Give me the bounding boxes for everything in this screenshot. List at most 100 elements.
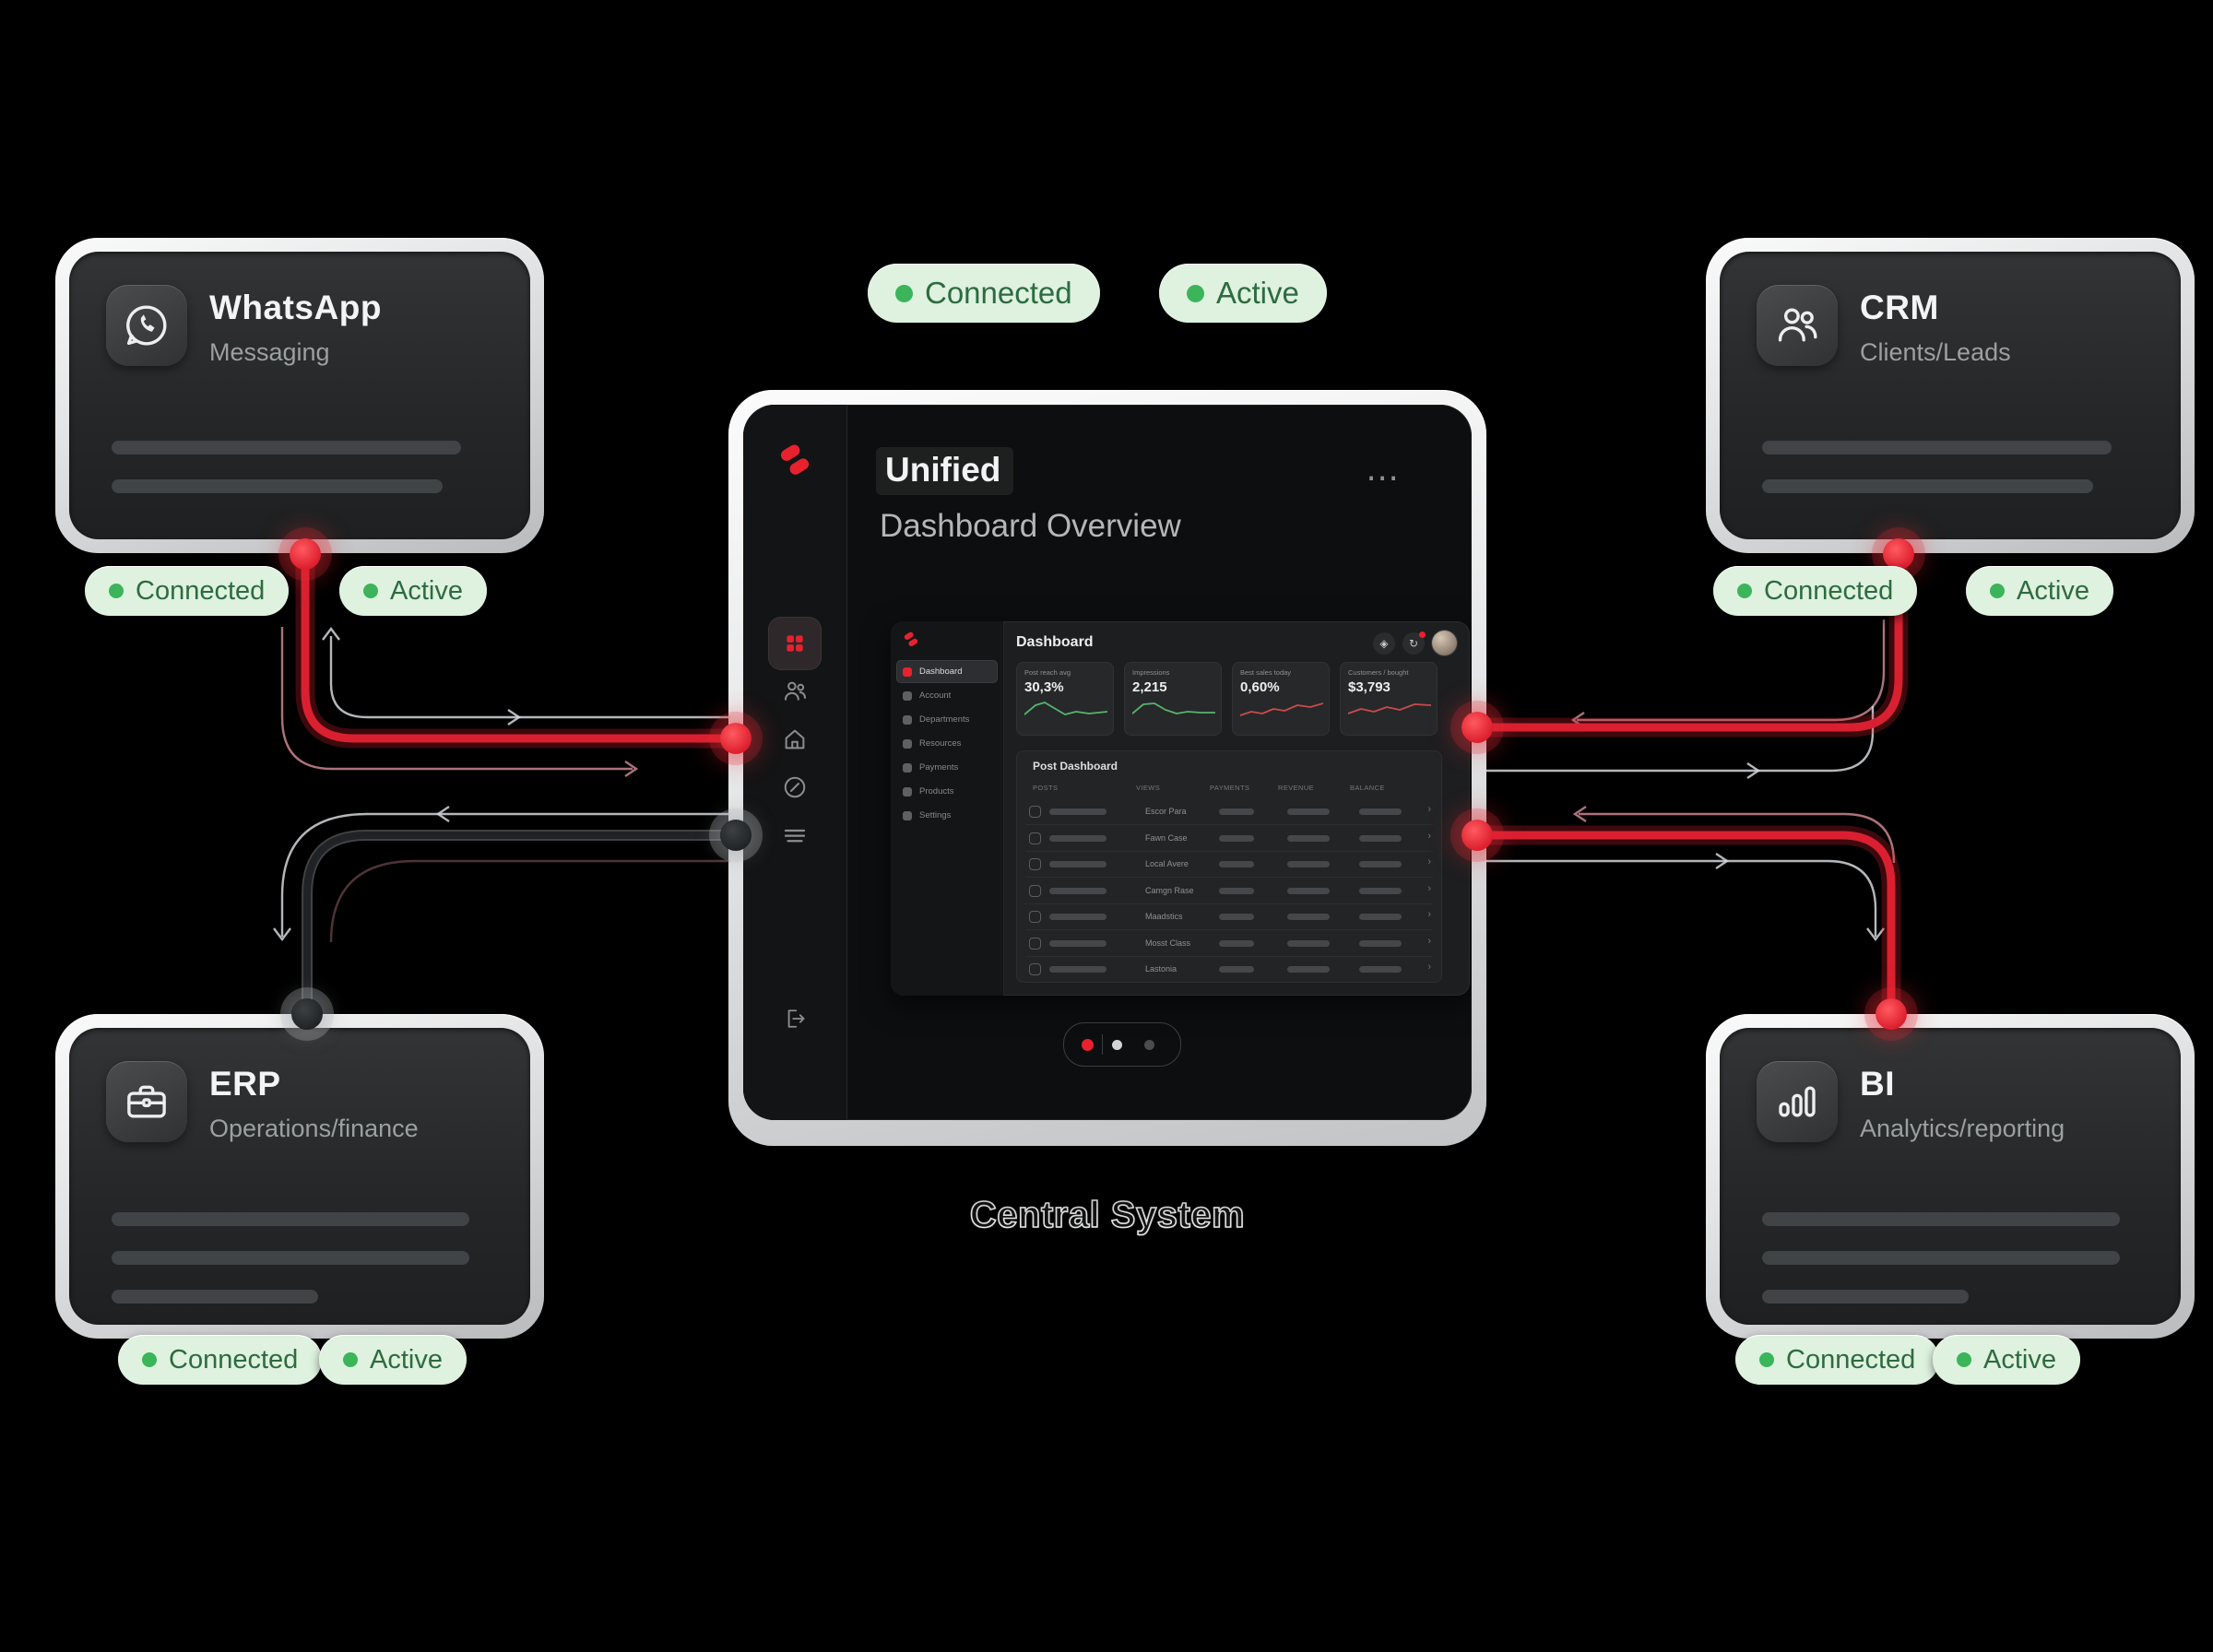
stat-sparkline bbox=[1024, 702, 1108, 715]
row-checkbox[interactable] bbox=[1029, 806, 1041, 818]
table-row[interactable]: Escor Para › bbox=[1025, 798, 1433, 825]
stat-card[interactable]: Post reach avg 30,3% bbox=[1016, 662, 1114, 736]
erp-connector-dot bbox=[291, 998, 323, 1030]
row-chevron-icon[interactable]: › bbox=[1427, 882, 1431, 894]
row-checkbox[interactable] bbox=[1029, 911, 1041, 923]
row-bar bbox=[1049, 834, 1106, 842]
row-bar bbox=[1359, 861, 1402, 867]
crm-node-card[interactable]: CRM Clients/Leads bbox=[1706, 238, 2195, 553]
stat-card[interactable]: Customers / bought $3,793 bbox=[1340, 662, 1438, 736]
whatsapp-subtitle: Messaging bbox=[209, 338, 330, 366]
mini-nav-label: Account bbox=[919, 690, 952, 701]
row-chevron-icon[interactable]: › bbox=[1427, 935, 1431, 947]
central-system-screen: Unified Dashboard Overview ⋯ Dashboard A… bbox=[743, 405, 1472, 1120]
stat-value: $3,793 bbox=[1348, 679, 1391, 695]
row-bar bbox=[1359, 939, 1402, 947]
mini-nav-item[interactable]: Dashboard bbox=[896, 660, 998, 683]
row-bar bbox=[1049, 966, 1106, 973]
row-name: Maadstics bbox=[1145, 912, 1183, 921]
rail-compass-icon[interactable] bbox=[781, 773, 809, 801]
mini-nav-icon bbox=[903, 810, 912, 820]
central-system-window[interactable]: Unified Dashboard Overview ⋯ Dashboard A… bbox=[728, 390, 1486, 1146]
table-row[interactable]: Fawn Case › bbox=[1025, 825, 1433, 852]
row-bar bbox=[1287, 914, 1330, 920]
wire-red-bi bbox=[1473, 831, 1896, 1015]
row-checkbox[interactable] bbox=[1029, 858, 1041, 870]
carousel-dot-3[interactable] bbox=[1144, 1039, 1154, 1050]
mini-nav-item[interactable]: Settings bbox=[896, 804, 998, 827]
row-bar bbox=[1049, 808, 1106, 815]
rail-home-icon[interactable] bbox=[781, 726, 809, 753]
row-checkbox[interactable] bbox=[1029, 884, 1041, 897]
hub-title: Unified bbox=[876, 447, 1014, 495]
stat-card[interactable]: Impressions 2,215 bbox=[1124, 662, 1222, 736]
erp-subtitle: Operations/finance bbox=[209, 1115, 419, 1142]
row-chevron-icon[interactable]: › bbox=[1427, 804, 1431, 815]
stat-label: Best sales today bbox=[1240, 668, 1292, 677]
row-checkbox[interactable] bbox=[1029, 963, 1041, 975]
rail-logout-icon[interactable] bbox=[782, 1006, 808, 1032]
table-row[interactable]: Mosst Class › bbox=[1025, 930, 1433, 957]
mini-nav-icon bbox=[903, 762, 912, 773]
placeholder-line bbox=[1762, 1212, 2120, 1226]
row-chevron-icon[interactable]: › bbox=[1427, 830, 1431, 842]
table-row[interactable]: Local Avere › bbox=[1025, 851, 1433, 878]
erp-node-card[interactable]: ERP Operations/finance bbox=[55, 1014, 544, 1339]
mini-nav-item[interactable]: Products bbox=[896, 780, 998, 803]
placeholder-line bbox=[112, 1251, 469, 1265]
mini-nav-item[interactable]: Departments bbox=[896, 708, 998, 731]
rail-menu-icon[interactable] bbox=[781, 821, 809, 849]
erp-active-badge: Active bbox=[319, 1335, 467, 1385]
stat-card[interactable]: Best sales today 0,60% bbox=[1232, 662, 1330, 736]
placeholder-line bbox=[1762, 479, 2094, 493]
placeholder-line bbox=[112, 1212, 469, 1226]
carousel-indicator[interactable] bbox=[1063, 1022, 1181, 1067]
row-name: Camgn Rase bbox=[1145, 885, 1194, 895]
notification-dot bbox=[1419, 631, 1426, 638]
table-row[interactable]: Camgn Rase › bbox=[1025, 878, 1433, 904]
column-header: Balance bbox=[1350, 784, 1385, 792]
crm-active-badge: Active bbox=[1966, 566, 2113, 616]
wire-pink-erp bbox=[329, 859, 730, 943]
whatsapp-card-body: WhatsApp Messaging bbox=[69, 252, 530, 539]
bi-card-body: BI Analytics/reporting bbox=[1720, 1028, 2181, 1325]
placeholder-line bbox=[112, 441, 462, 454]
row-chevron-icon[interactable]: › bbox=[1427, 856, 1431, 867]
placeholder-line bbox=[1762, 441, 2112, 454]
row-chevron-icon[interactable]: › bbox=[1427, 962, 1431, 973]
rail-users-icon[interactable] bbox=[781, 678, 809, 705]
placeholder-line bbox=[1762, 1251, 2120, 1265]
mini-nav-item[interactable]: Payments bbox=[896, 756, 998, 779]
row-name: Mosst Class bbox=[1145, 938, 1191, 948]
rail-dashboard-icon[interactable] bbox=[768, 617, 822, 670]
hub-connected-badge: Connected bbox=[868, 264, 1100, 323]
mini-refresh-button[interactable]: ↻ bbox=[1402, 631, 1426, 655]
crm-card-body: CRM Clients/Leads bbox=[1720, 252, 2181, 539]
row-bar bbox=[1359, 834, 1402, 842]
carousel-dot-2[interactable] bbox=[1112, 1039, 1122, 1050]
hub-left-dark-dot bbox=[720, 820, 751, 851]
hub-right-bottom-dot bbox=[1462, 820, 1493, 851]
erp-card-body: ERP Operations/finance bbox=[69, 1028, 530, 1325]
mini-avatar[interactable] bbox=[1432, 631, 1457, 655]
mini-nav-item[interactable]: Resources bbox=[896, 732, 998, 755]
whatsapp-node-card[interactable]: WhatsApp Messaging bbox=[55, 238, 544, 553]
column-header: Revenue bbox=[1278, 784, 1315, 792]
bi-active-badge: Active bbox=[1933, 1335, 2080, 1385]
stat-sparkline bbox=[1347, 703, 1432, 714]
row-checkbox[interactable] bbox=[1029, 937, 1041, 950]
row-bar bbox=[1287, 834, 1330, 842]
hub-more-menu[interactable]: ⋯ bbox=[1366, 458, 1402, 496]
stat-label: Post reach avg bbox=[1024, 668, 1071, 677]
mini-nav-icon bbox=[903, 667, 912, 677]
row-chevron-icon[interactable]: › bbox=[1427, 909, 1431, 920]
table-row[interactable]: Lastonia › bbox=[1025, 956, 1433, 983]
mini-nav-item[interactable]: Account bbox=[896, 684, 998, 707]
carousel-dot-active[interactable] bbox=[1082, 1038, 1094, 1051]
whatsapp-connector-dot bbox=[290, 538, 321, 570]
mini-settings-button[interactable]: ◈ bbox=[1373, 631, 1395, 655]
carousel-divider bbox=[1102, 1034, 1103, 1055]
bi-node-card[interactable]: BI Analytics/reporting bbox=[1706, 1014, 2195, 1339]
row-checkbox[interactable] bbox=[1029, 832, 1041, 844]
table-row[interactable]: Maadstics › bbox=[1025, 903, 1433, 930]
